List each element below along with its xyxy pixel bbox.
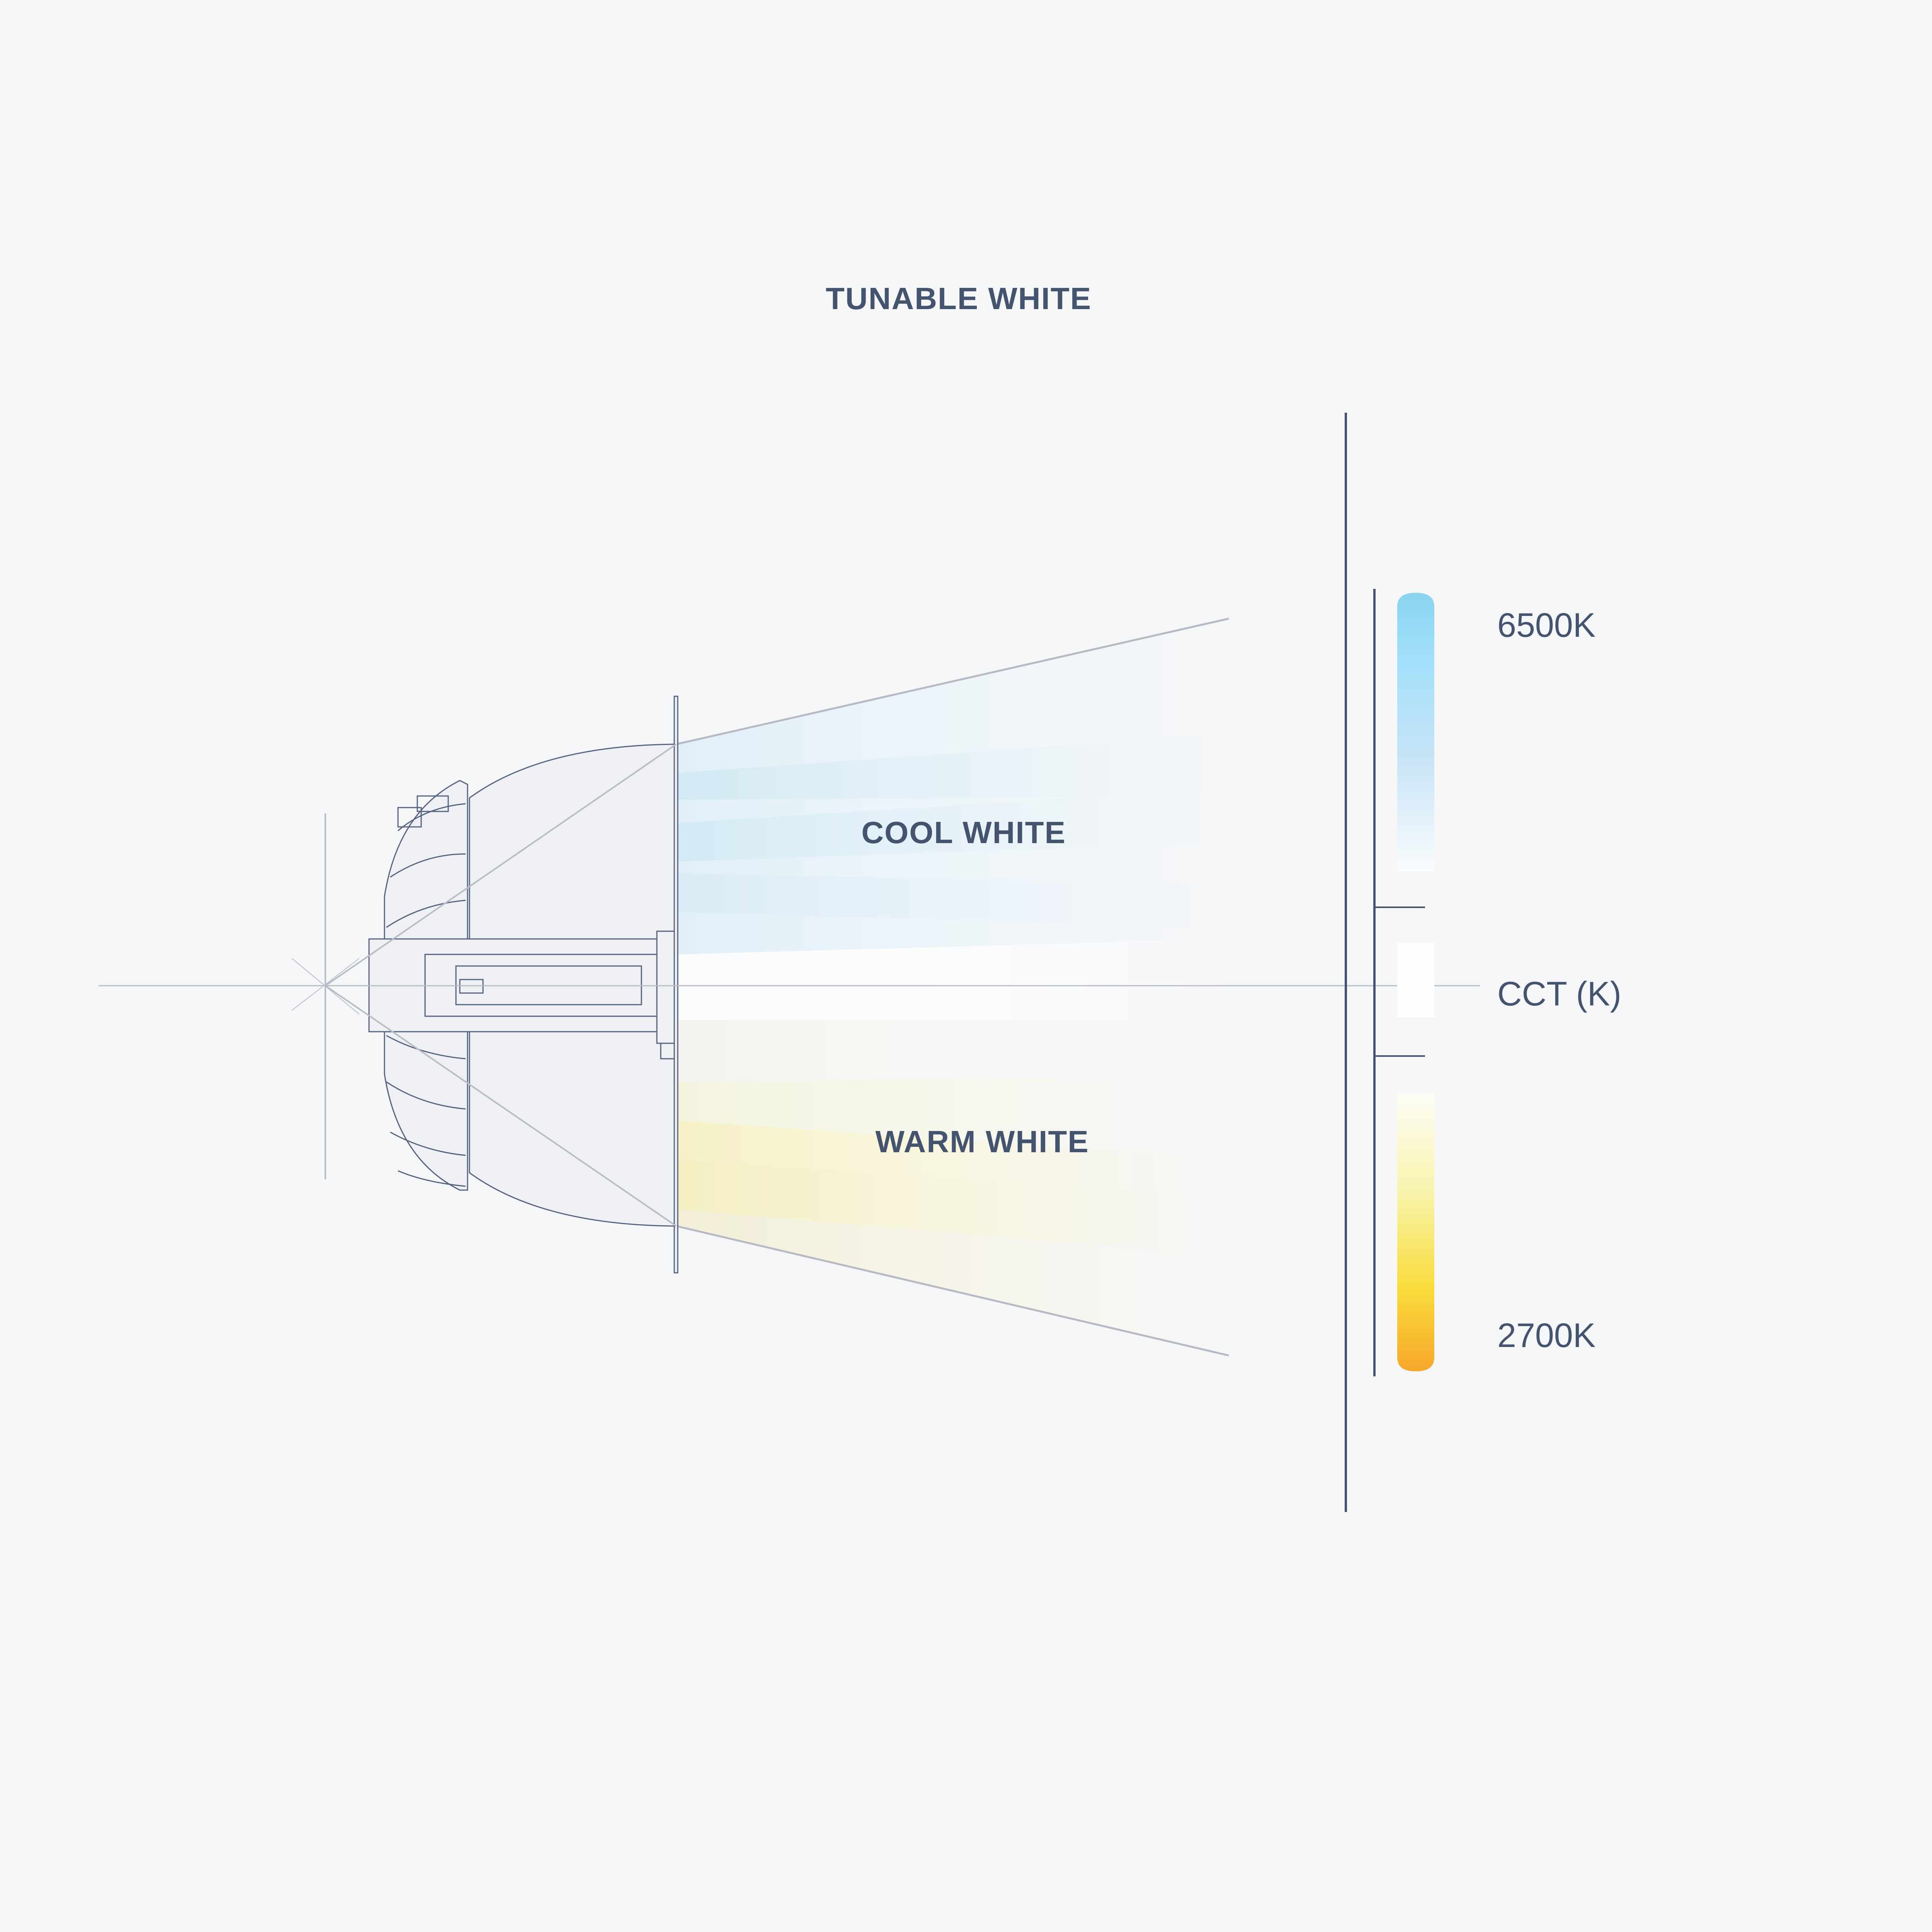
light-beam <box>676 619 1229 1355</box>
warm-white-label: WARM WHITE <box>875 1124 1089 1159</box>
construction-lines <box>291 743 677 1227</box>
cool-color-bar <box>1397 593 1434 871</box>
beam-edge-top <box>676 617 1229 745</box>
warm-color-bar <box>1397 1093 1434 1371</box>
scale-top-label: 6500K <box>1497 606 1595 644</box>
downlight-lamp-drawing <box>368 696 679 1274</box>
scale-bottom-label: 2700K <box>1497 1316 1595 1354</box>
beam-edge-bottom <box>676 1225 1229 1357</box>
cool-white-label: COOL WHITE <box>861 815 1066 850</box>
scale-middle-label: CCT (K) <box>1497 975 1621 1013</box>
neutral-color-bar <box>1397 943 1434 1018</box>
diagram-title: TUNABLE WHITE <box>826 281 1092 316</box>
